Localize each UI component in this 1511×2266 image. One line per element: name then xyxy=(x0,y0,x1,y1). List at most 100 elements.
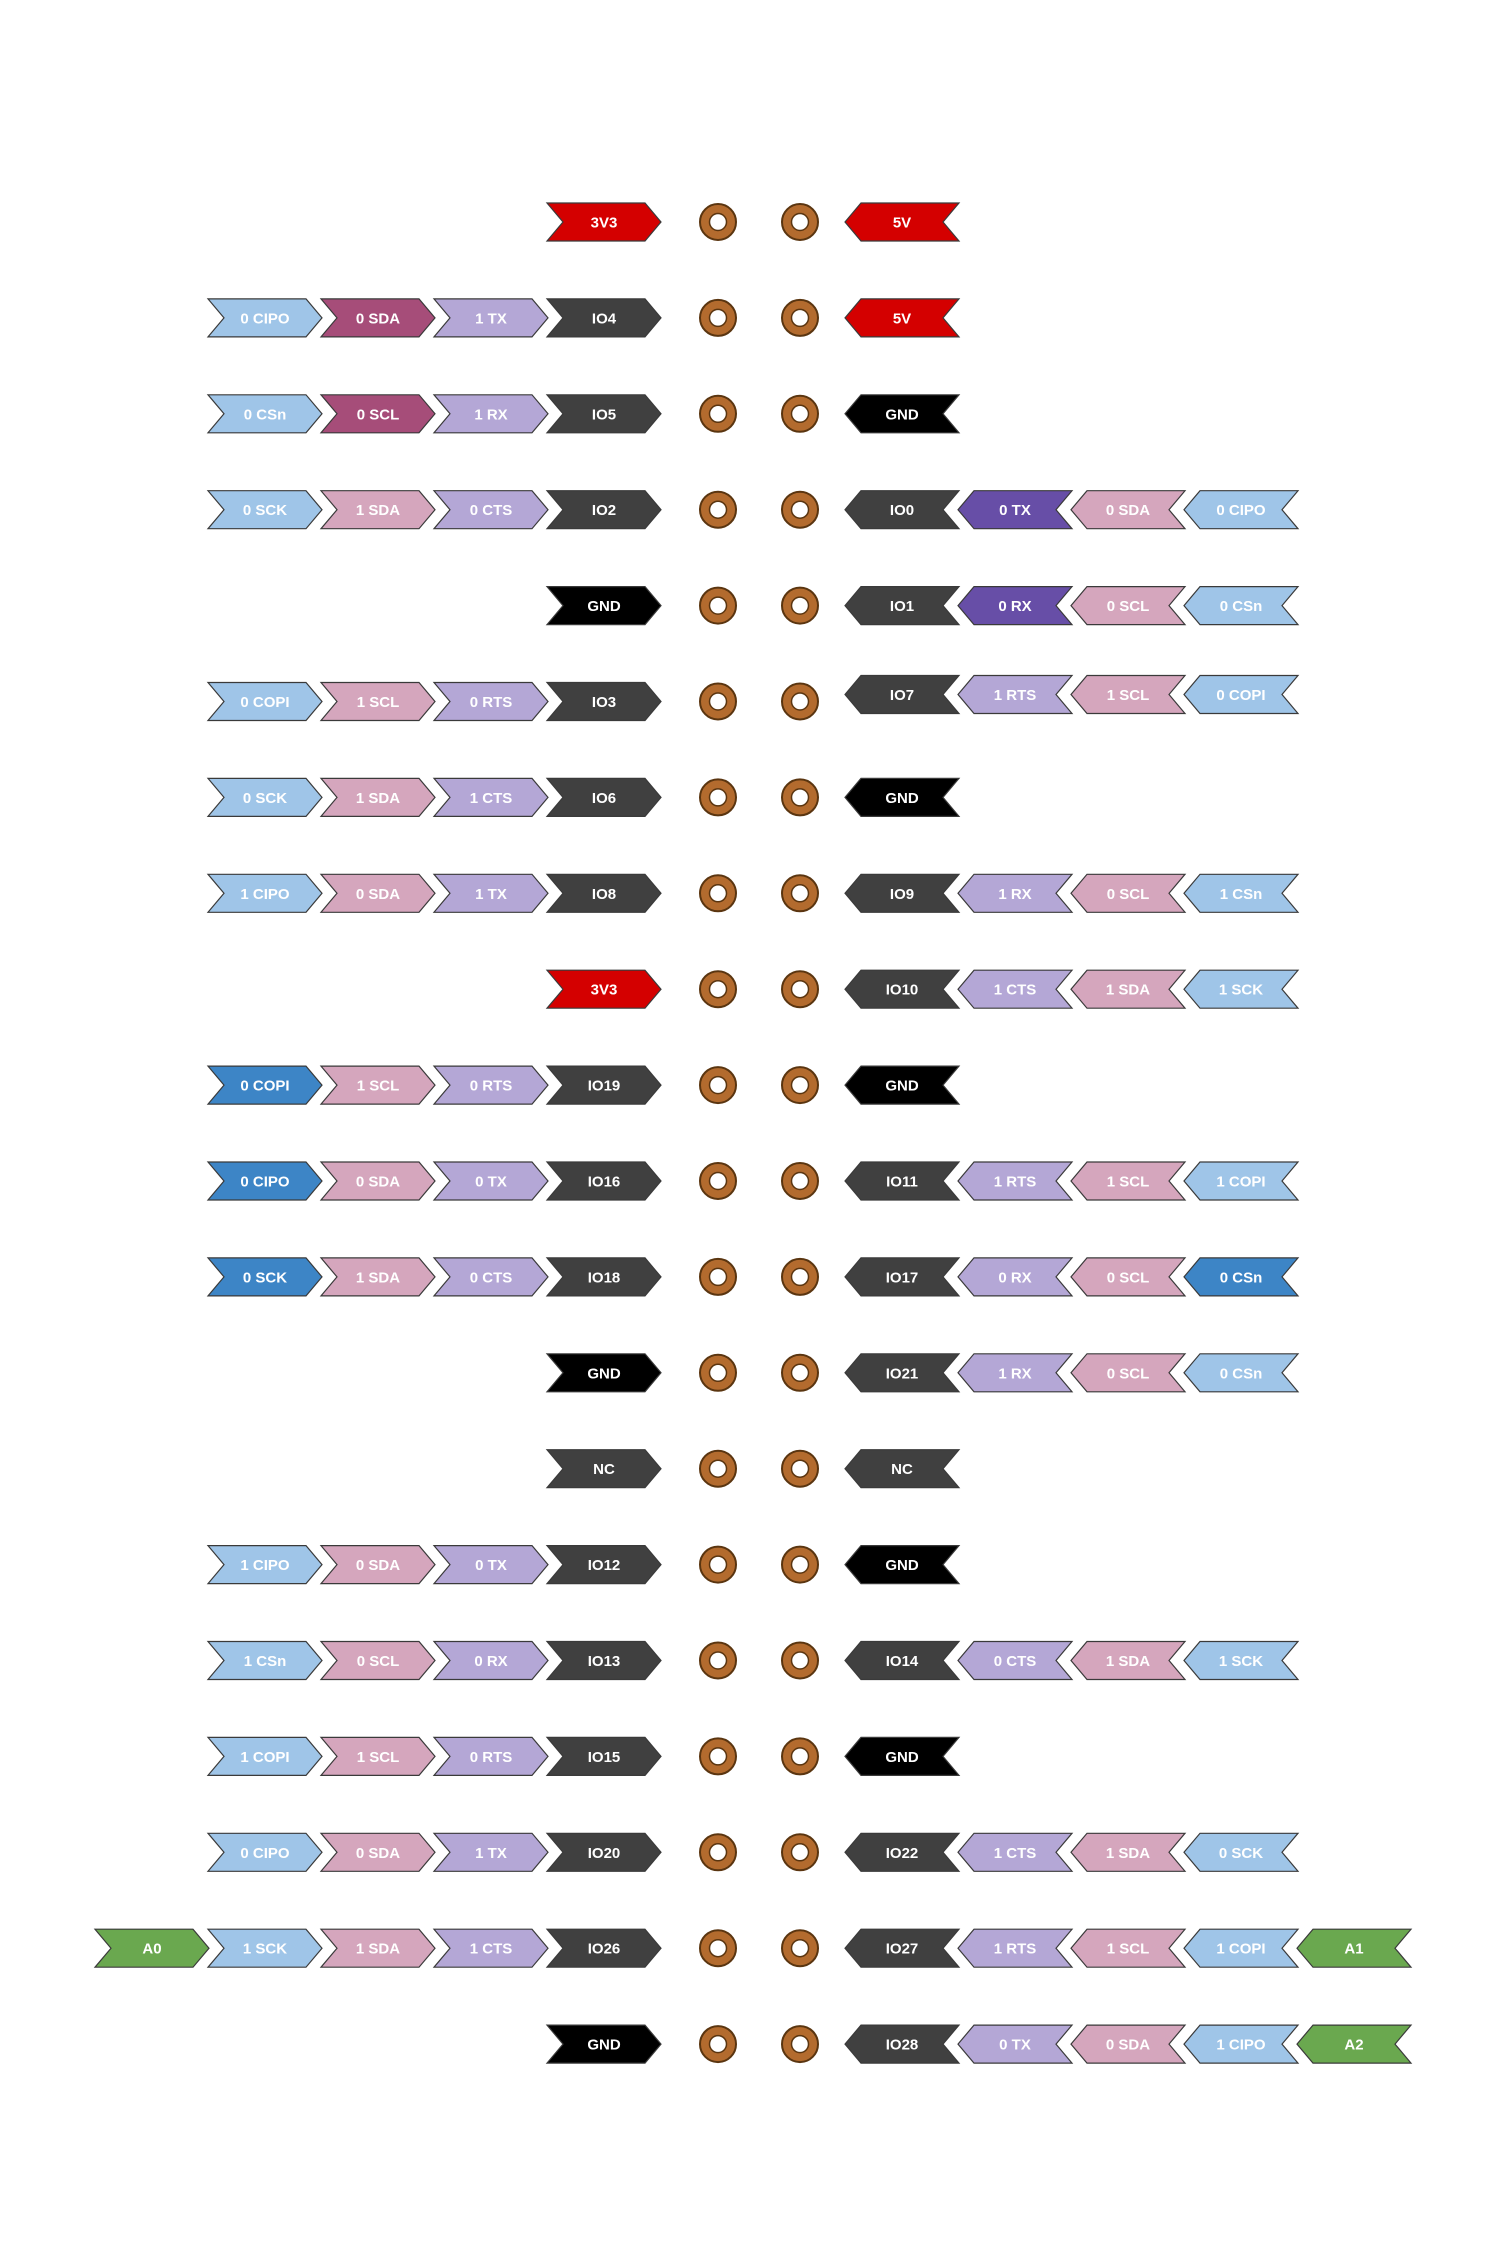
left-tag-0-cipo-label: 0 CIPO xyxy=(240,310,290,327)
right-tag-io21: IO21 xyxy=(844,1353,961,1393)
right-tag-io22-label: IO22 xyxy=(886,1845,919,1862)
left-tag-io4-shape xyxy=(545,298,662,338)
left-tag-1-sck-shape xyxy=(206,1928,323,1968)
right-tag-io10-label: IO10 xyxy=(886,982,919,999)
left-tag-1-tx-label: 1 TX xyxy=(475,886,507,903)
right-tag-gnd: GND xyxy=(844,1065,961,1105)
left-tag-1-csn-shape xyxy=(206,1640,323,1681)
right-tag-1-sck-label: 1 SCK xyxy=(1219,1653,1263,1670)
left-tag-0-cipo: 0 CIPO xyxy=(206,1832,323,1872)
right-tag-1-sck-label: 1 SCK xyxy=(1219,982,1263,999)
right-tag-5v-shape xyxy=(844,298,961,338)
right-tag-io9: IO9 xyxy=(844,873,961,913)
right-tag-1-rts-label: 1 RTS xyxy=(994,687,1037,704)
pad-left xyxy=(699,1545,737,1584)
pad-right xyxy=(781,203,819,241)
right-tag-5v-shape xyxy=(844,202,961,242)
left-tag-1-cts-label: 1 CTS xyxy=(470,1941,513,1958)
right-tag-1-copi-shape xyxy=(1183,1928,1300,1968)
left-tag-1-cts-label: 1 CTS xyxy=(470,790,513,807)
left-tag-1-cipo: 1 CIPO xyxy=(206,873,323,913)
pad-left xyxy=(699,1353,737,1392)
left-tag-1-tx-label: 1 TX xyxy=(475,1845,507,1862)
right-tag-1-cipo-label: 1 CIPO xyxy=(1216,2037,1266,2054)
left-tag-gnd-label: GND xyxy=(587,598,621,615)
left-tag-3v3-label: 3V3 xyxy=(591,982,618,999)
right-tag-1-rts-shape xyxy=(957,1161,1074,1201)
left-tag-1-scl-shape xyxy=(319,1736,436,1776)
pad-right xyxy=(781,490,819,529)
right-tag-io7-label: IO7 xyxy=(890,687,914,704)
left-tag-1-sck: 1 SCK xyxy=(206,1928,323,1968)
left-tag-0-tx-label: 0 TX xyxy=(475,1174,507,1191)
right-tag-5v: 5V xyxy=(844,298,961,338)
right-tag-io14-label: IO14 xyxy=(886,1653,919,1670)
left-tag-a0-shape xyxy=(93,1928,210,1968)
right-tag-nc-label: NC xyxy=(891,1461,913,1478)
left-tag-io18-label: IO18 xyxy=(588,1269,621,1286)
right-tag-0-sck: 0 SCK xyxy=(1183,1832,1300,1872)
left-tag-1-scl-shape xyxy=(319,681,436,722)
left-tag-0-tx-label: 0 TX xyxy=(475,1557,507,1574)
left-tag-1-sda-shape xyxy=(319,490,436,530)
right-tag-0-csn: 0 CSn xyxy=(1183,586,1300,626)
pad-right xyxy=(781,874,819,913)
right-tag-0-scl-shape xyxy=(1070,1353,1187,1393)
right-tag-io17: IO17 xyxy=(844,1257,961,1297)
left-tag-0-sck-shape xyxy=(206,777,323,817)
left-tag-1-scl-label: 1 SCL xyxy=(357,1749,400,1766)
left-tag-io18: IO18 xyxy=(545,1257,662,1297)
right-tag-io7-shape xyxy=(844,674,961,715)
right-tag-io0: IO0 xyxy=(844,490,961,530)
right-tag-1-rx-label: 1 RX xyxy=(998,1365,1031,1382)
left-tag-0-cts-shape xyxy=(432,490,549,530)
left-tag-gnd-label: GND xyxy=(587,1365,621,1382)
left-tag-3v3-shape xyxy=(545,969,662,1009)
left-tag-0-copi: 0 COPI xyxy=(206,681,323,722)
left-tag-io19-shape xyxy=(545,1065,662,1105)
right-tag-io27-label: IO27 xyxy=(886,1941,919,1958)
right-tag-gnd-shape xyxy=(844,1065,961,1105)
left-tag-0-rts-shape xyxy=(432,1065,549,1105)
left-tag-io16: IO16 xyxy=(545,1161,662,1201)
pad-right xyxy=(781,586,819,625)
right-tag-gnd-label: GND xyxy=(885,1749,919,1766)
right-tag-io7: IO7 xyxy=(844,674,961,715)
left-tag-io3: IO3 xyxy=(545,681,662,722)
left-tag-io18-shape xyxy=(545,1257,662,1297)
left-tag-io8: IO8 xyxy=(545,873,662,913)
pad-right xyxy=(781,682,819,721)
left-tag-1-csn: 1 CSn xyxy=(206,1640,323,1681)
left-tag-0-sda: 0 SDA xyxy=(319,298,436,338)
right-tag-1-cts-label: 1 CTS xyxy=(994,982,1037,999)
left-tag-0-scl: 0 SCL xyxy=(319,394,436,434)
left-tag-io15-label: IO15 xyxy=(588,1749,621,1766)
left-tag-1-rx-label: 1 RX xyxy=(474,406,507,423)
right-tag-io21-shape xyxy=(844,1353,961,1393)
right-tag-1-copi-label: 1 COPI xyxy=(1216,1941,1265,1958)
right-tag-a1: A1 xyxy=(1296,1928,1413,1968)
left-tag-io20-shape xyxy=(545,1832,662,1872)
right-tag-0-copi-label: 0 COPI xyxy=(1216,687,1265,704)
left-tag-io6-label: IO6 xyxy=(592,790,616,807)
left-tag-io16-label: IO16 xyxy=(588,1174,621,1191)
right-tag-1-scl: 1 SCL xyxy=(1070,674,1187,715)
left-tag-io5-label: IO5 xyxy=(592,406,616,423)
pad-left xyxy=(699,1641,737,1680)
left-tag-io5-shape xyxy=(545,394,662,434)
right-tag-1-sda-label: 1 SDA xyxy=(1106,982,1150,999)
left-tag-0-rx-label: 0 RX xyxy=(474,1653,507,1670)
left-tag-io8-shape xyxy=(545,873,662,913)
right-tag-io17-shape xyxy=(844,1257,961,1297)
right-tag-0-cts-shape xyxy=(957,1640,1074,1681)
right-tag-0-scl-shape xyxy=(1070,1257,1187,1297)
pad-left xyxy=(699,1737,737,1776)
left-tag-1-cts: 1 CTS xyxy=(432,777,549,817)
left-tag-0-rts-shape xyxy=(432,1736,549,1776)
right-tag-0-copi: 0 COPI xyxy=(1183,674,1300,715)
left-tag-io26-shape xyxy=(545,1928,662,1968)
right-tag-0-cipo-shape xyxy=(1183,490,1300,530)
left-tag-0-rts-shape xyxy=(432,681,549,722)
right-tag-1-rts-shape xyxy=(957,1928,1074,1968)
